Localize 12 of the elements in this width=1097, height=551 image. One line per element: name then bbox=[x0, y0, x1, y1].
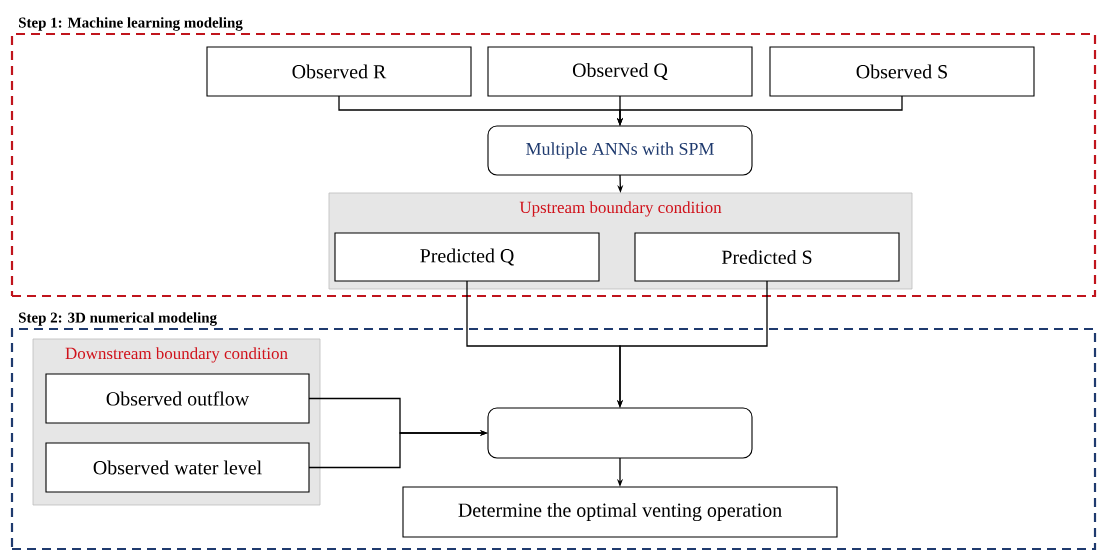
process-box: Predicted Q bbox=[334, 232, 600, 282]
node-label: Step 1: Machine learning modeling bbox=[19, 17, 243, 31]
model-box: Multiple ANNs with SPM bbox=[487, 125, 753, 176]
process-box: Observed water level bbox=[45, 442, 310, 493]
node-label: Step 2: 3D numerical modeling bbox=[19, 312, 217, 326]
process-box: Observed S bbox=[769, 46, 1035, 97]
model-box bbox=[487, 407, 753, 459]
process-box: Predicted S bbox=[634, 232, 900, 282]
process-box: Determine the optimal venting operation bbox=[402, 486, 838, 538]
process-box: Observed R bbox=[206, 46, 472, 97]
process-box: Observed Q bbox=[487, 46, 753, 97]
process-box: Observed outflow bbox=[45, 373, 310, 424]
